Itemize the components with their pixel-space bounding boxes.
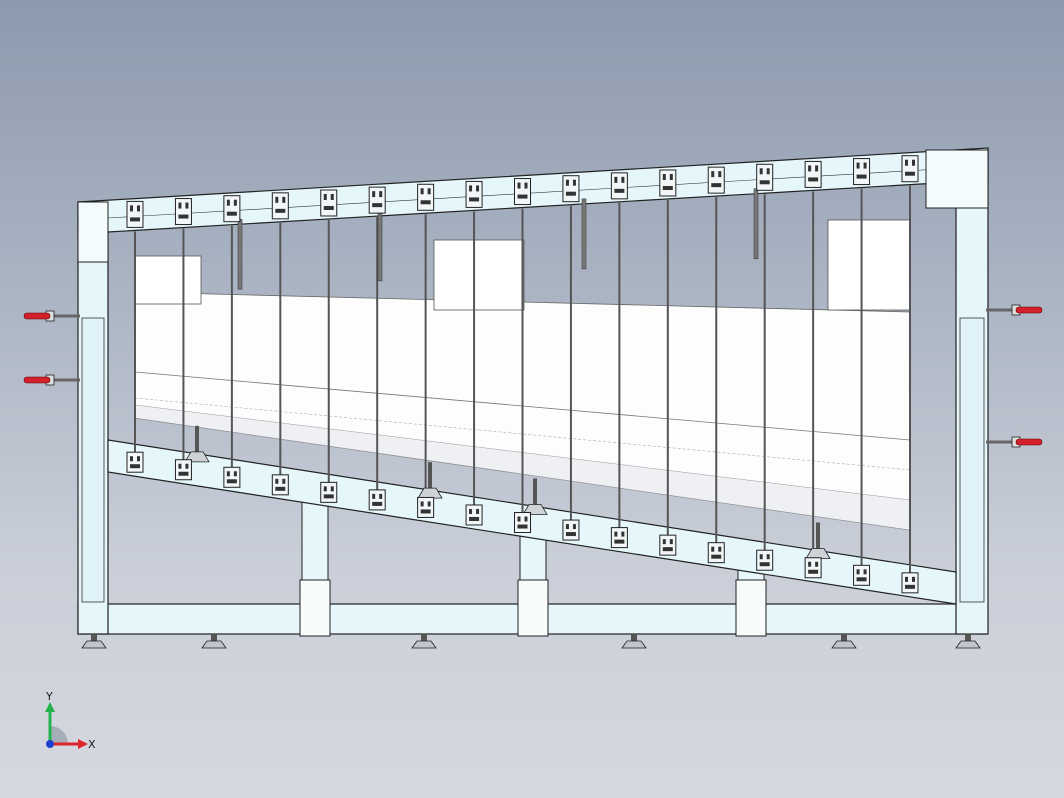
z-axis-dot bbox=[46, 740, 54, 748]
clamp-handle[interactable] bbox=[986, 436, 1043, 448]
leveling-foot bbox=[81, 634, 107, 649]
bottom-clamp[interactable] bbox=[707, 542, 725, 564]
suspension-pin bbox=[581, 198, 587, 270]
bottom-clamp[interactable] bbox=[223, 466, 241, 488]
clamp-handle[interactable] bbox=[986, 304, 1043, 316]
top-clamp[interactable] bbox=[659, 169, 677, 197]
triad-quadrant-shade bbox=[50, 726, 68, 744]
left-post-inner bbox=[81, 317, 105, 603]
bottom-clamp[interactable] bbox=[562, 519, 580, 541]
top-clamp[interactable] bbox=[901, 155, 919, 183]
tilted-glass-fixture-frame bbox=[23, 147, 1043, 649]
top-clamp[interactable] bbox=[368, 186, 386, 214]
leveling-foot bbox=[411, 634, 437, 649]
support-stand bbox=[517, 534, 549, 637]
bottom-clamp[interactable] bbox=[271, 474, 289, 496]
bottom-clamp[interactable] bbox=[853, 564, 871, 586]
bottom-clamp[interactable] bbox=[804, 557, 822, 579]
upper-panel-left bbox=[134, 255, 202, 305]
suspension-pin bbox=[753, 188, 759, 260]
x-axis-label: X bbox=[88, 738, 96, 751]
y-axis-label: Y bbox=[45, 690, 53, 703]
bottom-clamp[interactable] bbox=[756, 549, 774, 571]
bottom-clamp[interactable] bbox=[368, 489, 386, 511]
bottom-clamp[interactable] bbox=[174, 459, 192, 481]
bottom-clamp[interactable] bbox=[901, 572, 919, 594]
top-clamp[interactable] bbox=[320, 189, 338, 217]
right-post-inner bbox=[959, 317, 985, 603]
leveling-foot bbox=[955, 634, 981, 649]
bottom-clamp[interactable] bbox=[465, 504, 483, 526]
bottom-clamp[interactable] bbox=[320, 481, 338, 503]
top-clamp[interactable] bbox=[514, 178, 531, 206]
suspension-pin bbox=[237, 218, 243, 290]
upper-panel-right bbox=[827, 219, 911, 311]
coordinate-triad: X Y bbox=[45, 690, 96, 751]
top-clamp[interactable] bbox=[271, 192, 289, 220]
x-arrow-head bbox=[78, 739, 88, 749]
bottom-clamp[interactable] bbox=[514, 512, 531, 534]
leveling-foot bbox=[201, 634, 227, 649]
top-clamp[interactable] bbox=[804, 160, 822, 188]
support-stand bbox=[299, 499, 331, 637]
top-clamp[interactable] bbox=[126, 200, 144, 228]
leveling-foot bbox=[621, 634, 647, 649]
clamp-handle[interactable] bbox=[23, 310, 80, 322]
y-arrow-head bbox=[45, 702, 55, 712]
corner-block-right bbox=[925, 149, 989, 209]
lower-sloped-bar bbox=[107, 439, 957, 605]
support-stand bbox=[735, 565, 767, 637]
leveling-foot bbox=[831, 634, 857, 649]
top-clamp[interactable] bbox=[223, 195, 241, 223]
screw-jack[interactable] bbox=[522, 478, 548, 515]
screw-jack[interactable] bbox=[805, 522, 831, 559]
bottom-clamp[interactable] bbox=[417, 496, 435, 518]
top-clamp[interactable] bbox=[174, 198, 192, 226]
top-clamp[interactable] bbox=[417, 183, 435, 211]
top-clamp[interactable] bbox=[707, 166, 725, 194]
clamp-handle[interactable] bbox=[23, 374, 80, 386]
bottom-clamp[interactable] bbox=[126, 451, 144, 473]
screw-jack[interactable] bbox=[184, 425, 210, 463]
screw-jack[interactable] bbox=[417, 462, 443, 499]
top-clamp[interactable] bbox=[610, 172, 628, 200]
upper-panel-middle bbox=[433, 239, 525, 311]
top-clamp[interactable] bbox=[853, 158, 871, 186]
bottom-clamp[interactable] bbox=[659, 534, 677, 556]
bottom-clamp[interactable] bbox=[610, 527, 628, 549]
corner-block-left bbox=[77, 201, 109, 263]
top-beam bbox=[77, 147, 989, 233]
top-clamp[interactable] bbox=[562, 175, 580, 203]
suspension-pin bbox=[377, 210, 383, 282]
top-clamp[interactable] bbox=[756, 163, 774, 191]
top-clamp[interactable] bbox=[465, 180, 483, 208]
